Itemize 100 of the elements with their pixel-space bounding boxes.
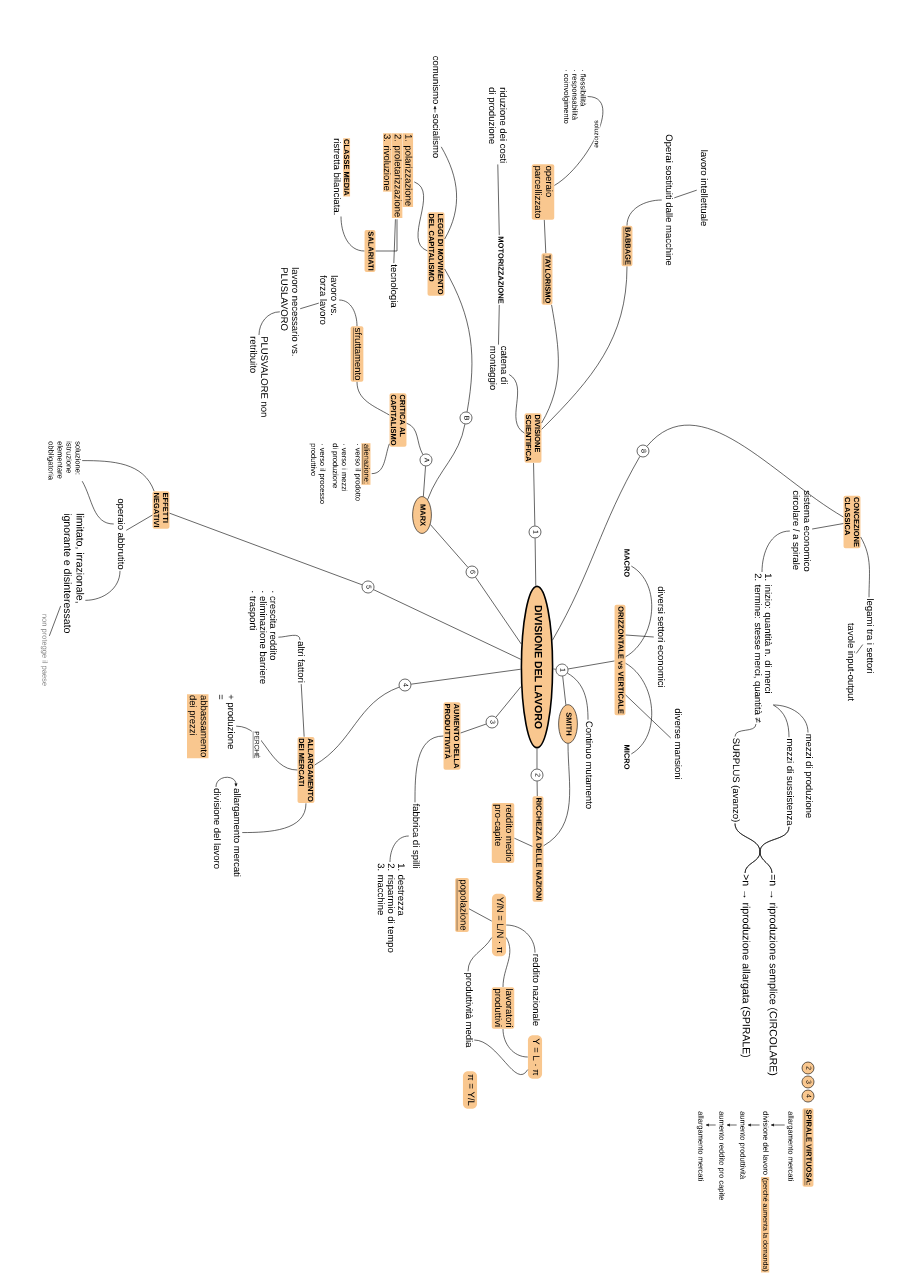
text-label: PLUSVALORE non retribuito: [250, 336, 268, 417]
connector-line: [125, 514, 153, 531]
connector-line: [626, 199, 663, 226]
connector-line: [300, 683, 305, 737]
arrow: [747, 1123, 760, 1127]
connector-line: [49, 605, 61, 637]
text-label: 1. polarizzazione 2. proletarizzazione 3. rivoluzione: [383, 133, 414, 219]
connector-line: [514, 837, 533, 847]
text-label: tavole input-output: [846, 623, 855, 701]
connector-line: [413, 181, 428, 252]
connector-line: [235, 725, 298, 771]
connector-line: [467, 937, 493, 972]
formula-label: Y/N = L/N · π: [491, 893, 507, 957]
connector-line: [536, 781, 538, 797]
connector-line: [625, 662, 652, 755]
highlighted-label: sfruttamento: [350, 326, 364, 382]
connector-line: [625, 565, 652, 658]
text-label: lavoro necessario vs. PLUSLAVORO: [281, 267, 299, 356]
connector-line: [562, 675, 567, 706]
text-label: + produzione = abbassamento dei prezzi: [187, 694, 235, 759]
connector-line: [508, 374, 525, 434]
connector-line: [81, 480, 115, 525]
connector-line: [375, 218, 398, 252]
text-label: altri fattori: [297, 641, 305, 683]
text-label: Continuo mutamento: [585, 721, 593, 809]
arrow: [705, 1123, 716, 1127]
connector-line: [541, 304, 559, 424]
connector-line: [544, 219, 547, 254]
highlighted-label: lavoratori produttivi: [491, 987, 515, 1029]
text-label: fabbrica di spilli: [411, 803, 420, 868]
connector-line: [543, 743, 570, 847]
text-label: divisione del lavoro: [213, 788, 221, 869]
connector-line: [410, 668, 521, 685]
connector-line: [356, 381, 390, 416]
text-label: riduzione dei costi di produzione: [487, 87, 507, 163]
connector-line: [734, 823, 761, 874]
connector-line: [536, 748, 538, 769]
connector-line: [389, 835, 410, 863]
text-label: 1. destrezza 2. risparmio di tempo 3. macchine: [377, 863, 405, 953]
connector-line: [299, 302, 320, 310]
formula-label: π = Y/L: [462, 1071, 478, 1109]
connector-line: [338, 299, 358, 327]
connector-line: [554, 96, 603, 186]
connector-line: [427, 423, 466, 500]
connector-line: [393, 218, 396, 264]
connector-line: [734, 723, 757, 737]
connector-line: [423, 466, 426, 497]
text-label: tecnologia: [389, 264, 398, 308]
connector-line: [855, 644, 864, 654]
connector-line: [460, 723, 487, 734]
connector-line: [811, 523, 844, 530]
text-label: reddito nazionale: [532, 954, 540, 1026]
text-label: mezzi di produzione: [804, 734, 813, 818]
formula-label: Y = L · π: [527, 1035, 543, 1079]
text-label: Operai sostituiti dalle macchine: [664, 134, 673, 266]
text-label: legami tra i settori: [865, 599, 874, 673]
connector-line: [258, 311, 281, 336]
connector-line: [773, 704, 809, 733]
connector-line: [314, 686, 400, 766]
text-label: · crescita reddito · eliminazione barriere · trasporti: [247, 591, 277, 684]
connector-line: [473, 1039, 529, 1075]
connector-line: [81, 460, 155, 492]
connector-line: [169, 512, 363, 586]
text-label: SURPLUS (avanzo): [731, 738, 740, 822]
connector-line: [625, 694, 672, 739]
text-label: mezzi di sussistenza: [786, 739, 794, 826]
connector-line: [502, 937, 511, 988]
connector-line: [414, 735, 444, 803]
highlighted-label: reddito medio pro-capite: [491, 802, 515, 864]
connector-line: [567, 672, 589, 720]
connector-line: [373, 589, 521, 660]
connector-line: [533, 462, 536, 526]
connector-line: [406, 422, 424, 455]
text-label: =n → riproduzione semplice (CIRCOLARE): [767, 874, 778, 1076]
connector-line: [505, 924, 536, 953]
text-label: lavoro vs. forza lavoro: [320, 275, 338, 325]
connector-line: [502, 1028, 529, 1058]
connector-line: [541, 266, 628, 430]
connector-line: [534, 538, 537, 587]
arrow: [726, 1123, 737, 1127]
text-label: lavoro intellettuale: [700, 150, 708, 226]
text-label: >n → riproduzione allargata (SPIRALE): [740, 874, 751, 1058]
connector-line: [498, 304, 500, 345]
connector-line: [553, 668, 557, 670]
text-label: socialismo: [432, 114, 440, 158]
connector-line: [468, 908, 493, 922]
connector-line: [552, 456, 641, 641]
connector-line: [475, 576, 522, 645]
connector-line: [241, 803, 307, 833]
connector-line: [625, 634, 655, 638]
text-label: comunismo: [432, 56, 440, 104]
text-label: operaio abbrutito: [116, 498, 125, 570]
connector-line: [761, 530, 791, 573]
text-label: diverse mansioni: [674, 708, 682, 779]
connector-line: [440, 146, 457, 240]
connector-line: [673, 189, 698, 199]
text-label: diversi settori economici: [657, 586, 665, 688]
arrow: [215, 777, 238, 788]
connector-line: [646, 424, 844, 518]
connector-line: [860, 536, 870, 598]
